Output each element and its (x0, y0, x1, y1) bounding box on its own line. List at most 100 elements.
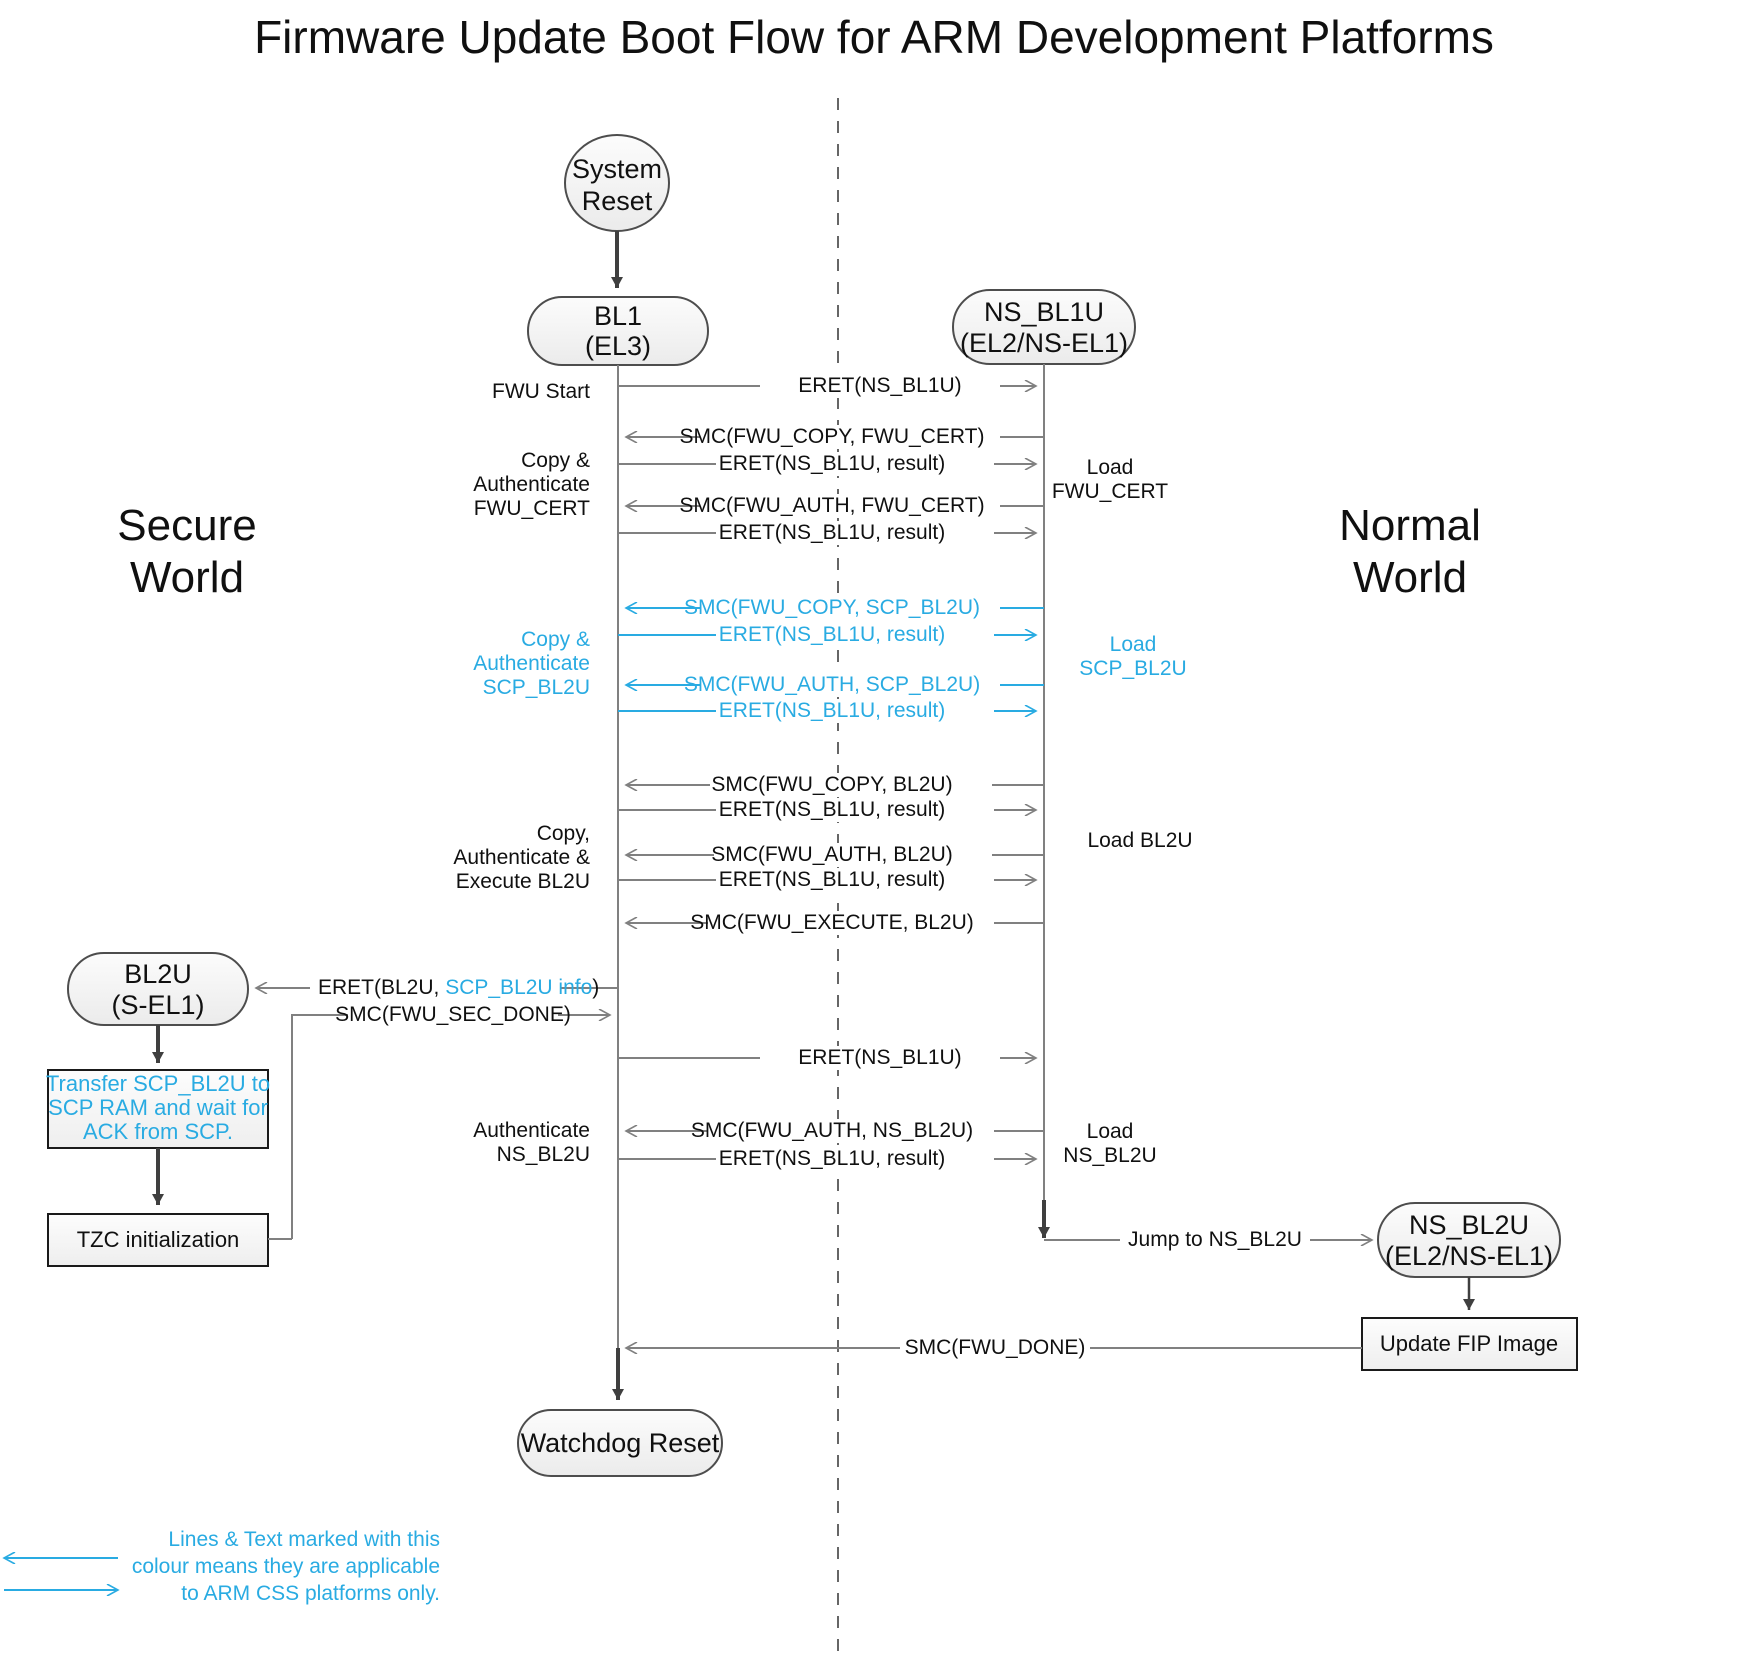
annotation-copy-auth-fwucert: Copy & Authenticate FWU_CERT (473, 449, 590, 520)
ns-bl1u-label-1: NS_BL1U (984, 297, 1104, 327)
svg-text:Authenticate: Authenticate (473, 1119, 590, 1142)
msg-label: SMC(FWU_DONE) (905, 1336, 1086, 1359)
svg-text:Copy,: Copy, (537, 822, 590, 845)
msg-label: SMC(FWU_AUTH, SCP_BL2U) (684, 673, 980, 696)
label-bg (700, 425, 1000, 449)
node-watchdog-reset[interactable]: Watchdog Reset (517, 1409, 723, 1477)
annotation-load-nsbl2u: Load NS_BL2U (1063, 1120, 1156, 1167)
label-bg (710, 773, 992, 797)
annotation-load-scpbl2u: Load SCP_BL2U (1079, 633, 1186, 680)
label-bg (716, 868, 994, 892)
message-row: SMC(FWU_DONE) (626, 1336, 1362, 1360)
message-row-eret-bl2u: ERET(BL2U, SCP_BL2U info) (256, 976, 618, 1000)
message-row: SMC(FWU_AUTH, NS_BL2U) (626, 1119, 1044, 1143)
legend-text-block: Lines & Text marked with this colour mea… (132, 1528, 440, 1605)
svg-text:Load: Load (1110, 633, 1157, 656)
svg-text:Normal: Normal (1339, 501, 1481, 550)
annotation-fwu-start: FWU Start (492, 380, 590, 403)
msg-label: SMC(FWU_EXECUTE, BL2U) (690, 911, 974, 934)
svg-text:FWU_CERT: FWU_CERT (1052, 480, 1168, 503)
node-ns-bl1u[interactable]: NS_BL1U (EL2/NS-EL1) (952, 289, 1136, 365)
message-row: SMC(FWU_COPY, FWU_CERT) (626, 425, 1044, 449)
legend-arrows (4, 1558, 118, 1590)
annotation-copy-auth-scpbl2u: Copy & Authenticate SCP_BL2U (473, 628, 590, 699)
msg-label: Jump to NS_BL2U (1128, 1228, 1302, 1251)
message-row: ERET(NS_BL1U, result) (618, 521, 1036, 545)
node-bl1[interactable]: BL1 (EL3) (527, 296, 709, 366)
ns-bl2u-label-2: (EL2/NS-EL1) (1385, 1241, 1553, 1271)
msg-label: ERET(NS_BL1U) (798, 1046, 961, 1069)
tzc-init-label: TZC initialization (77, 1227, 240, 1252)
svg-text:World: World (1353, 553, 1467, 602)
svg-text:Secure: Secure (117, 501, 256, 550)
message-row: SMC(FWU_AUTH, SCP_BL2U) (626, 673, 1044, 697)
message-row: ERET(NS_BL1U, result) (618, 868, 1036, 892)
message-row: SMC(FWU_COPY, BL2U) (626, 773, 1044, 797)
msg-label: SMC(FWU_COPY, SCP_BL2U) (684, 596, 980, 619)
message-row: ERET(NS_BL1U) (618, 1046, 1036, 1070)
eret-bl2u-prefix: ERET(BL2U, (318, 976, 445, 999)
msg-label: SMC(FWU_AUTH, BL2U) (711, 843, 953, 866)
label-bg (1120, 1228, 1310, 1252)
label-bg (900, 1336, 1090, 1360)
normal-world-label: Normal World (1339, 501, 1481, 602)
message-row: SMC(FWU_EXECUTE, BL2U) (626, 911, 1044, 935)
label-bg (714, 843, 992, 867)
update-fip-box-shape (1361, 1317, 1578, 1371)
svg-text:to ARM CSS platforms only.: to ARM CSS platforms only. (181, 1582, 440, 1605)
svg-text:Copy &: Copy & (521, 449, 590, 472)
svg-text:colour means they are applicab: colour means they are applicable (132, 1555, 440, 1578)
message-row: ERET(NS_BL1U, result) (618, 798, 1036, 822)
process-box-tzc-init[interactable]: TZC initialization (47, 1213, 269, 1267)
system-reset-label-1: System (572, 154, 662, 184)
system-reset-label-2: Reset (582, 186, 653, 216)
eret-bl2u-cyan: SCP_BL2U info (445, 976, 592, 999)
msg-label: ERET(NS_BL1U, result) (719, 521, 945, 544)
label-bg (716, 521, 994, 545)
node-bl2u[interactable]: BL2U (S-EL1) (67, 952, 249, 1026)
msg-label: ERET(NS_BL1U) (798, 374, 961, 397)
label-bg (708, 911, 994, 935)
message-row: ERET(NS_BL1U, result) (618, 452, 1036, 476)
label-bg (700, 673, 1000, 697)
msg-label: SMC(FWU_COPY, BL2U) (711, 773, 952, 796)
label-bg (760, 1046, 1000, 1070)
bl1-label-1: BL1 (594, 301, 642, 331)
annotation-copy-auth-exec-bl2u: Copy, Authenticate & Execute BL2U (453, 822, 590, 893)
ns-bl2u-label-1: NS_BL2U (1409, 1210, 1529, 1240)
svg-text:Lines & Text marked with this: Lines & Text marked with this (168, 1528, 440, 1551)
label-bg (708, 1119, 994, 1143)
svg-text:NS_BL2U: NS_BL2U (1063, 1144, 1156, 1167)
message-row: SMC(FWU_AUTH, BL2U) (626, 843, 1044, 867)
msg-label: ERET(NS_BL1U, result) (719, 452, 945, 475)
process-box-update-fip[interactable]: Update FIP Image (1361, 1317, 1578, 1371)
smc-sec-done-label: SMC(FWU_SEC_DONE) (335, 1003, 571, 1026)
message-row: SMC(FWU_COPY, SCP_BL2U) (626, 596, 1044, 620)
label-bg (716, 623, 994, 647)
secure-world-label: Secure World (117, 501, 256, 602)
label-bg (716, 1147, 994, 1171)
msg-label: SMC(FWU_AUTH, NS_BL2U) (691, 1119, 973, 1142)
ns-bl1u-label-2: (EL2/NS-EL1) (960, 328, 1128, 358)
transfer-scp-box-shape (47, 1069, 269, 1149)
label-bg (716, 452, 994, 476)
bl2u-label-2: (S-EL1) (111, 990, 204, 1020)
update-fip-label: Update FIP Image (1380, 1331, 1558, 1356)
node-ns-bl2u[interactable]: NS_BL2U (EL2/NS-EL1) (1377, 1202, 1561, 1278)
svg-text:Copy &: Copy & (521, 628, 590, 651)
svg-text:Load: Load (1087, 1120, 1134, 1143)
message-row: ERET(NS_BL1U, result) (618, 1147, 1036, 1171)
watchdog-reset-shape (517, 1409, 723, 1477)
page-title: Firmware Update Boot Flow for ARM Develo… (254, 11, 1494, 63)
svg-text:Authenticate: Authenticate (473, 652, 590, 675)
message-row: SMC(FWU_AUTH, FWU_CERT) (626, 494, 1044, 518)
annotation-load-bl2u: Load BL2U (1087, 829, 1192, 852)
msg-label: ERET(NS_BL1U, result) (719, 623, 945, 646)
node-system-reset[interactable]: System Reset (564, 134, 670, 232)
msg-label: ERET(NS_BL1U, result) (719, 1147, 945, 1170)
svg-text:Authenticate &: Authenticate & (453, 846, 590, 869)
process-box-transfer-scp[interactable]: Transfer SCP_BL2U to SCP RAM and wait fo… (46, 1069, 270, 1149)
label-bg (700, 494, 1000, 518)
